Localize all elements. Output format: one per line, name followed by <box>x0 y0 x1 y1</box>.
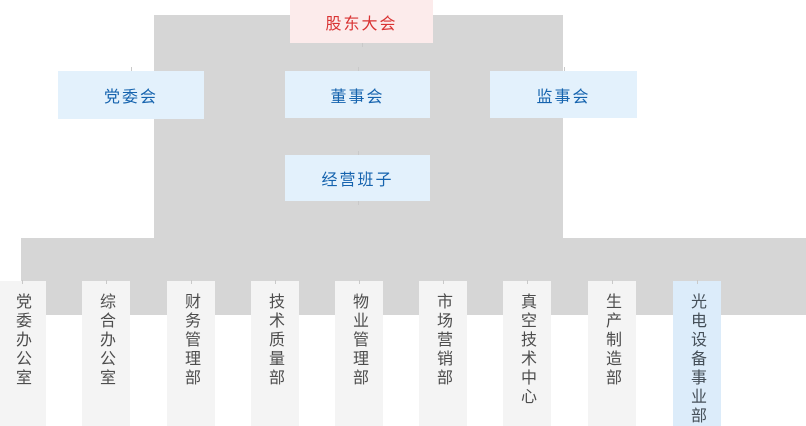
dept-label: 综合办公室 <box>97 293 116 388</box>
dept-tech-quality: 技术质量部 <box>251 280 299 426</box>
dept-label: 光电设备事业部 <box>688 293 707 426</box>
org-node-label: 董事会 <box>330 86 385 106</box>
dept-property-management: 物业管理部 <box>335 280 383 426</box>
dept-label: 市场营销部 <box>434 293 453 388</box>
org-node-supervisory-board: 监事会 <box>490 67 637 118</box>
dept-label: 技术质量部 <box>266 293 285 388</box>
org-node-management-team: 经营班子 <box>285 151 430 205</box>
dept-label: 物业管理部 <box>350 293 369 388</box>
connector-column <box>154 15 563 239</box>
dept-manufacturing: 生产制造部 <box>588 280 636 426</box>
dept-general-office: 综合办公室 <box>82 280 130 426</box>
dept-label: 党委办公室 <box>13 293 32 388</box>
org-node-label: 经营班子 <box>321 170 394 189</box>
org-node-label: 股东大会 <box>325 13 398 33</box>
org-node-label: 党委会 <box>103 87 158 106</box>
dept-label: 生产制造部 <box>603 293 622 388</box>
dept-optoelectronic-equipment-division: 光电设备事业部 <box>673 280 721 426</box>
org-node-shareholders-meeting: 股东大会 <box>290 0 433 47</box>
org-node-party-committee: 党委会 <box>58 67 204 119</box>
org-node-board-of-directors: 董事会 <box>285 67 430 118</box>
dept-label: 真空技术中心 <box>518 293 537 407</box>
dept-label: 财务管理部 <box>182 293 201 388</box>
org-node-label: 监事会 <box>536 86 591 106</box>
dept-vacuum-tech-center: 真空技术中心 <box>503 280 551 426</box>
dept-marketing: 市场营销部 <box>419 280 467 426</box>
dept-party-committee-office: 党委办公室 <box>0 280 46 426</box>
dept-finance-management: 财务管理部 <box>167 280 215 426</box>
